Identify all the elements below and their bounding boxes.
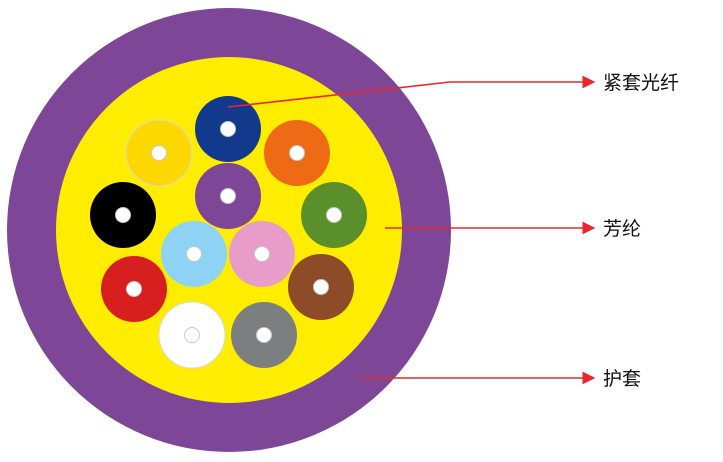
fiber-black-core <box>115 207 131 223</box>
tight-buffered-fibers <box>90 96 367 369</box>
fiber-brown <box>288 254 354 320</box>
fiber-red <box>101 256 167 322</box>
fiber-white <box>158 301 226 369</box>
fiber-red-core <box>126 281 142 297</box>
jacket-label: 护套 <box>603 368 641 390</box>
fiber-rose <box>229 221 295 287</box>
fiber-rose-core <box>254 246 270 262</box>
aramid-label: 芳纶 <box>603 218 641 240</box>
fiber-blue <box>195 96 261 162</box>
fiber-orange-core <box>289 145 305 161</box>
fiber-aqua <box>161 221 227 287</box>
fiber-black <box>90 182 156 248</box>
fiber-brown-core <box>313 279 329 295</box>
tight-buffer-leader-line <box>227 81 451 108</box>
fiber-yellow-core <box>151 145 167 161</box>
tight-buffer-fiber-label: 紧套光纤 <box>603 72 679 94</box>
fiber-white-core <box>184 327 200 343</box>
fiber-green-core <box>326 207 342 223</box>
fiber-blue-core <box>220 121 236 137</box>
fiber-violet-core <box>220 188 236 204</box>
fiber-aqua-core <box>186 246 202 262</box>
fiber-orange <box>264 120 330 186</box>
fiber-gray <box>231 302 297 368</box>
fiber-gray-core <box>256 327 272 343</box>
fiber-violet <box>195 163 261 229</box>
fiber-yellow <box>125 119 193 187</box>
fiber-green <box>301 182 367 248</box>
